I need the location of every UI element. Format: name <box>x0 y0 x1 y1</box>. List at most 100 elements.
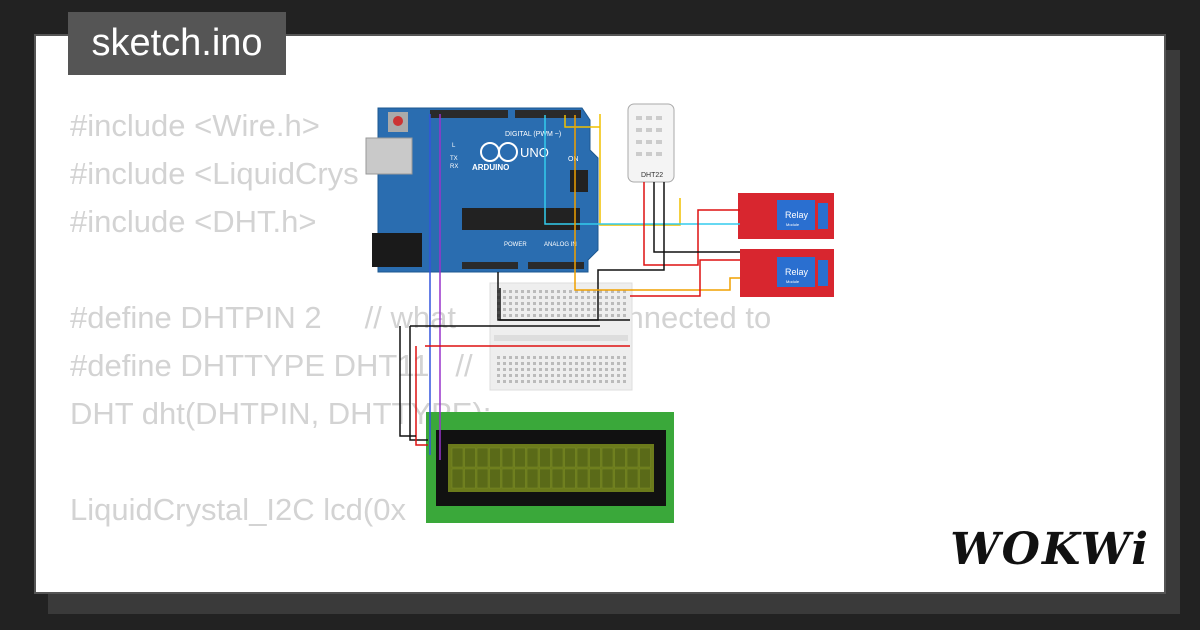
lcd-cell <box>551 468 564 489</box>
breadboard-hole <box>593 296 596 299</box>
breadboard-hole <box>551 374 554 377</box>
breadboard-hole <box>551 356 554 359</box>
breadboard-hole <box>611 356 614 359</box>
breadboard-hole <box>587 368 590 371</box>
breadboard-hole <box>503 290 506 293</box>
digital-header-left <box>430 110 508 118</box>
breadboard-hole <box>569 314 572 317</box>
breadboard-hole <box>599 308 602 311</box>
breadboard-hole <box>557 374 560 377</box>
relay-2-sub: Module <box>786 279 800 284</box>
breadboard-hole <box>551 296 554 299</box>
breadboard-hole <box>539 380 542 383</box>
breadboard-hole <box>503 308 506 311</box>
lcd-cell <box>539 447 551 468</box>
dht22-sensor[interactable]: DHT22 <box>627 103 675 183</box>
breadboard-hole <box>623 380 626 383</box>
breadboard-hole <box>599 302 602 305</box>
breadboard-hole <box>605 368 608 371</box>
breadboard-hole <box>539 296 542 299</box>
arduino-label: ARDUINO <box>472 163 509 172</box>
breadboard-hole <box>611 296 614 299</box>
breadboard-hole <box>563 290 566 293</box>
breadboard-hole <box>545 374 548 377</box>
relay-2-label: Relay <box>785 267 809 277</box>
breadboard-hole <box>575 380 578 383</box>
lcd-display[interactable] <box>426 412 674 523</box>
breadboard-hole <box>557 380 560 383</box>
breadboard-hole <box>515 356 518 359</box>
breadboard-hole <box>521 308 524 311</box>
breadboard-hole <box>593 362 596 365</box>
breadboard-hole <box>557 296 560 299</box>
breadboard-hole <box>617 290 620 293</box>
lcd-cell <box>589 468 601 489</box>
relay-module-1[interactable]: Relay Module <box>738 193 834 239</box>
breadboard-hole <box>587 302 590 305</box>
breadboard-hole <box>575 368 578 371</box>
usb-port <box>365 137 413 175</box>
breadboard-hole <box>617 374 620 377</box>
breadboard-hole <box>509 362 512 365</box>
lcd-cell <box>626 447 639 468</box>
arduino-uno-board[interactable]: DIGITAL (PWM ~) UNO ARDUINO ON TX RX L P… <box>365 107 599 273</box>
tx-label: TX <box>450 156 458 162</box>
breadboard-hole <box>611 314 614 317</box>
l-label: L <box>452 143 456 149</box>
breadboard-hole <box>623 362 626 365</box>
digital-label: DIGITAL (PWM ~) <box>505 131 561 138</box>
breadboard-hole <box>521 296 524 299</box>
breadboard-hole <box>503 374 506 377</box>
breadboard-hole <box>539 356 542 359</box>
breadboard-hole <box>623 308 626 311</box>
code-line: #include <DHT.h> <box>70 204 317 239</box>
breadboard-hole <box>599 296 602 299</box>
breadboard-hole <box>539 374 542 377</box>
relay-1-sub: Module <box>786 222 800 227</box>
breadboard-hole <box>617 302 620 305</box>
breadboard-hole <box>533 290 536 293</box>
lcd-cell <box>526 447 539 468</box>
breadboard-hole <box>563 296 566 299</box>
breadboard-hole <box>587 374 590 377</box>
breadboard-hole <box>551 308 554 311</box>
lcd-cell <box>614 468 626 489</box>
breadboard-hole <box>521 374 524 377</box>
breadboard-hole <box>563 374 566 377</box>
breadboard-hole <box>503 368 506 371</box>
code-line: #include <LiquidCrys <box>70 156 359 191</box>
relay-1-label: Relay <box>785 210 809 220</box>
lcd-cell <box>476 468 489 489</box>
breadboard-hole <box>545 356 548 359</box>
breadboard-hole <box>611 374 614 377</box>
breadboard-hole <box>569 308 572 311</box>
breadboard-hole <box>611 308 614 311</box>
breadboard-hole <box>569 290 572 293</box>
breadboard-hole <box>563 314 566 317</box>
breadboard-hole <box>581 362 584 365</box>
breadboard-hole <box>533 374 536 377</box>
breadboard-hole <box>599 290 602 293</box>
breadboard-hole <box>527 368 530 371</box>
wires <box>399 114 740 460</box>
breadboard-hole <box>563 356 566 359</box>
breadboard-hole <box>611 368 614 371</box>
breadboard[interactable] <box>489 282 633 391</box>
breadboard-hole <box>623 368 626 371</box>
file-tab[interactable]: sketch.ino <box>68 12 286 75</box>
breadboard-hole <box>581 314 584 317</box>
breadboard-hole <box>581 374 584 377</box>
breadboard-hole <box>521 368 524 371</box>
lcd-cell <box>576 468 589 489</box>
breadboard-hole <box>557 356 560 359</box>
breadboard-hole <box>617 362 620 365</box>
relay-module-2[interactable]: Relay Module <box>740 249 834 297</box>
lcd-cell <box>451 468 464 489</box>
breadboard-hole <box>605 290 608 293</box>
breadboard-hole <box>593 302 596 305</box>
breadboard-hole <box>533 314 536 317</box>
breadboard-hole <box>509 374 512 377</box>
breadboard-hole <box>599 314 602 317</box>
breadboard-hole <box>539 368 542 371</box>
